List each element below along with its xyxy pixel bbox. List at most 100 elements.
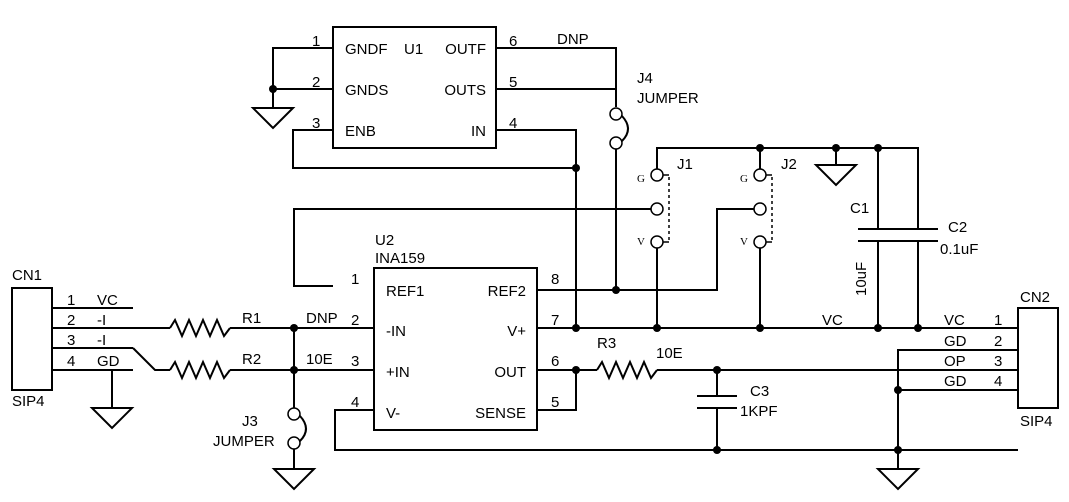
- j4-value: JUMPER: [637, 90, 699, 107]
- u1-pin4-name: IN: [471, 123, 486, 140]
- j1-ref: J1: [677, 156, 693, 173]
- cn1-pin1-name: VC: [97, 292, 118, 309]
- u1-body: [332, 26, 497, 149]
- j1-v-label: V: [637, 236, 645, 248]
- cn2-pin3-num: 3: [994, 353, 1002, 370]
- j4-jumper: J4 JUMPER: [609, 70, 699, 290]
- j2-v-label: V: [740, 236, 748, 248]
- u2-pin5-num: 5: [551, 394, 559, 411]
- u2-body: [373, 267, 538, 431]
- c1-ref: C1: [850, 200, 869, 217]
- r2-ref: R2: [242, 351, 261, 368]
- cn2-pin1-num: 1: [994, 312, 1002, 329]
- c3-ref: C3: [750, 383, 769, 400]
- u2-pin4-name: V-: [386, 405, 400, 422]
- c3-value: 1KPF: [740, 403, 778, 420]
- r1-value: DNP: [306, 310, 338, 327]
- cn2-pin4-num: 4: [994, 373, 1002, 390]
- gnd-symbol-u1: [250, 107, 296, 130]
- u2-pin8-num: 8: [551, 271, 559, 288]
- u1-pin2-num: 2: [312, 74, 320, 91]
- j3-jumper: J3 JUMPER: [213, 328, 307, 469]
- gnd-symbol-cn1: [89, 407, 135, 430]
- r1-ref: R1: [242, 310, 261, 327]
- j1-g-label: G: [637, 173, 645, 185]
- gnd-symbol-bottom: [875, 468, 921, 491]
- cn2-pin2-name: GD: [944, 333, 967, 350]
- u2-lower-wires: [334, 366, 1018, 469]
- c3-capacitor: C3 1KPF: [697, 370, 778, 450]
- u1-pin5-name: OUTS: [444, 82, 486, 99]
- u2-pin4-num: 4: [351, 394, 359, 411]
- u2-pin7-name: V+: [507, 323, 526, 340]
- u1-pin3-name: ENB: [345, 123, 376, 140]
- cn1-pin3-num: 3: [67, 332, 75, 349]
- cn2-type: SIP4: [1020, 413, 1053, 430]
- j2-ref: J2: [781, 156, 797, 173]
- u1-pin1-num: 1: [312, 33, 320, 50]
- cn1-connector: CN1 SIP4 1 2 3 4 VC -I -I GD: [11, 267, 133, 410]
- u1-component: U1 GNDF GNDS ENB OUTF OUTS IN 1 2 3 6 5 …: [312, 26, 589, 149]
- u2-pin2-num: 2: [351, 312, 359, 329]
- u2-pin3-num: 3: [351, 353, 359, 370]
- j4-ref: J4: [637, 70, 653, 87]
- u2-pin1-name: REF1: [386, 283, 424, 300]
- j3-ref: J3: [242, 413, 258, 430]
- vc-net-label: VC: [822, 312, 843, 329]
- c1-value: 10uF: [853, 262, 870, 296]
- u1-pin1-name: GNDF: [345, 41, 388, 58]
- r3-value: 10E: [656, 345, 683, 362]
- u2-pin3-name: +IN: [386, 364, 410, 381]
- u2-pin1-num: 1: [351, 271, 359, 288]
- u2-component: U2 INA159 REF1 -IN +IN V- REF2 V+ OUT SE…: [351, 232, 559, 431]
- c2-capacitor: C2 0.1uF: [898, 219, 978, 328]
- cn2-ref: CN2: [1020, 289, 1050, 306]
- r2-resistor: R2 10E: [132, 347, 374, 381]
- j2-jumper: J2 G V: [740, 156, 797, 249]
- cn1-pin3-name: -I: [97, 332, 106, 349]
- u2-ref: U2: [375, 232, 394, 249]
- cn1-body: [11, 287, 53, 391]
- u2-pin2-name: -IN: [386, 323, 406, 340]
- cn1-ref: CN1: [12, 267, 42, 284]
- j4-pin1: [609, 107, 623, 121]
- cn2-pin3-name: OP: [944, 353, 966, 370]
- u1-pin3-num: 3: [312, 115, 320, 132]
- u2-pin7-num: 7: [551, 312, 559, 329]
- u1-pin4-num: 4: [509, 115, 517, 132]
- cn1-type: SIP4: [12, 393, 45, 410]
- u1-pin2-name: GNDS: [345, 82, 388, 99]
- u2-part: INA159: [375, 250, 425, 267]
- u1-pin5-num: 5: [509, 74, 517, 91]
- cn2-pin2-num: 2: [994, 333, 1002, 350]
- r1-resistor: R1 DNP: [133, 310, 374, 339]
- cn2-pin4-name: GD: [944, 373, 967, 390]
- c2-value: 0.1uF: [940, 241, 978, 258]
- u2-pin8-name: REF2: [488, 283, 526, 300]
- u1-wires: [269, 47, 617, 328]
- vc-bus: VC: [537, 312, 1018, 332]
- ground-bus: [293, 144, 919, 328]
- cn2-connector: CN2 SIP4 VC GD OP GD 1 2 3 4: [894, 289, 1059, 450]
- j2-g-label: G: [740, 173, 748, 185]
- gnd-symbol-top: [813, 164, 859, 187]
- cn1-pin4-name: GD: [97, 353, 120, 370]
- cn1-pin4-num: 4: [67, 353, 75, 370]
- cn2-body: [1017, 307, 1059, 409]
- u2-pin6-num: 6: [551, 353, 559, 370]
- r2-value: 10E: [306, 351, 333, 368]
- cn1-pin2-name: -I: [97, 312, 106, 329]
- j4-pin2: [609, 136, 623, 150]
- u2-pin6-name: OUT: [494, 364, 526, 381]
- u1-pin6-name: OUTF: [445, 41, 486, 58]
- j1-jumper: J1 G V: [637, 156, 693, 249]
- u1-pin6-num: 6: [509, 33, 517, 50]
- j3-value: JUMPER: [213, 433, 275, 450]
- c2-ref: C2: [948, 219, 967, 236]
- cn1-pin1-num: 1: [67, 292, 75, 309]
- cn1-pin2-num: 2: [67, 312, 75, 329]
- u1-ref: U1: [404, 41, 423, 58]
- r3-ref: R3: [597, 335, 616, 352]
- u1-dnp-label: DNP: [557, 31, 589, 48]
